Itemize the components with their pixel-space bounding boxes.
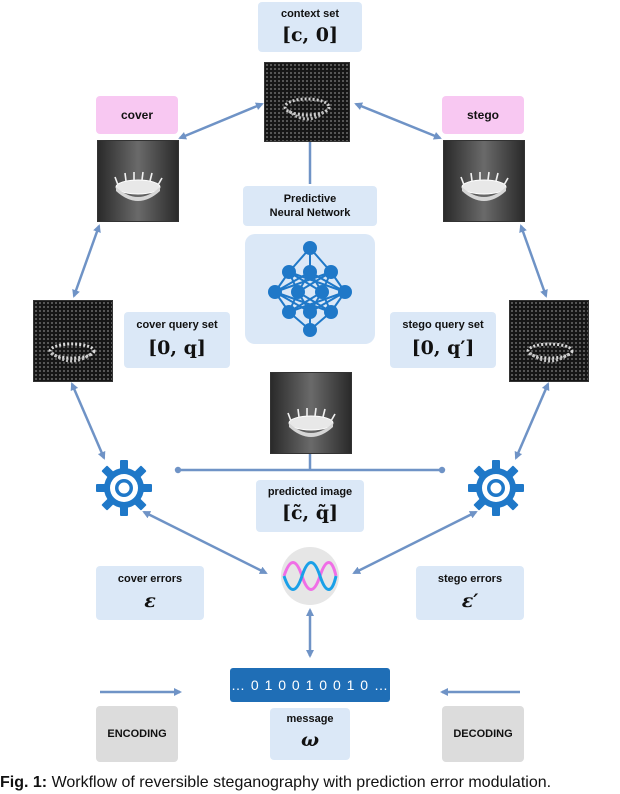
predicted-image-label: predicted image (267, 486, 353, 498)
gear-icon (96, 460, 152, 516)
decoding-label: DECODING (453, 728, 513, 740)
stego-label: stego (466, 108, 499, 122)
predicted-image-math: [c̃, q̃] (281, 502, 339, 524)
cover-label-box: cover (96, 96, 178, 134)
figure-caption: Fig. 1: Workflow of reversible steganogr… (0, 774, 620, 792)
cover-query-set-label: cover query set (136, 319, 218, 331)
message-label: message (286, 713, 334, 725)
network-icon-box (245, 234, 375, 344)
network-label-line2: Neural Network (269, 207, 351, 219)
cover-query-image (33, 300, 113, 382)
context-set-box: context set [c, 0] (258, 2, 362, 52)
stego-errors-box: stego errors ε′ (416, 566, 524, 620)
neural-network-icon (268, 241, 352, 337)
encoding-label: ENCODING (107, 728, 167, 740)
context-set-image (264, 62, 350, 142)
message-box: message ω (270, 708, 350, 760)
stego-query-set-label: stego query set (402, 319, 484, 331)
stego-query-image (509, 300, 589, 382)
wave-icon (281, 547, 339, 605)
message-math: ω (300, 729, 320, 751)
gear-icon (468, 460, 524, 516)
stego-label-box: stego (442, 96, 524, 134)
cover-label: cover (120, 108, 154, 122)
stego-errors-math: ε′ (461, 590, 479, 612)
stego-query-set-math: [0, q′] (411, 337, 475, 359)
stego-errors-label: stego errors (437, 573, 503, 585)
arrow-stego-query (519, 224, 548, 298)
arrow-query-gear-left (70, 382, 106, 460)
arrow-cover-context (178, 102, 264, 140)
context-set-math: [c, 0] (282, 24, 338, 46)
arrow-cover-query (72, 224, 101, 298)
stego-image (443, 140, 525, 222)
cover-errors-box: cover errors ε (96, 566, 204, 620)
arrow-gear-wave-right (352, 510, 478, 575)
message-bits-bar: … 0 1 0 0 1 0 0 1 0 … (230, 668, 390, 702)
cover-query-set-box: cover query set [0, q] (124, 312, 230, 368)
network-label-box: Predictive Neural Network (243, 186, 377, 226)
cover-image (97, 140, 179, 222)
network-label-line1: Predictive (283, 193, 337, 205)
predicted-image-box: predicted image [c̃, q̃] (256, 480, 364, 532)
stego-query-set-box: stego query set [0, q′] (390, 312, 496, 368)
caption-text: Workflow of reversible steganography wit… (51, 774, 552, 791)
cover-query-set-math: [0, q] (148, 337, 206, 359)
arrow-gear-wave-left (142, 510, 268, 575)
cover-errors-label: cover errors (117, 573, 183, 585)
caption-prefix: Fig. 1: (0, 774, 48, 791)
decoding-box: DECODING (442, 706, 524, 762)
cover-errors-math: ε (144, 590, 156, 612)
context-set-label: context set (280, 8, 340, 20)
predicted-image-picture (270, 372, 352, 454)
encoding-box: ENCODING (96, 706, 178, 762)
arrow-context-stego (354, 102, 442, 140)
arrow-query-gear-right (514, 382, 550, 460)
